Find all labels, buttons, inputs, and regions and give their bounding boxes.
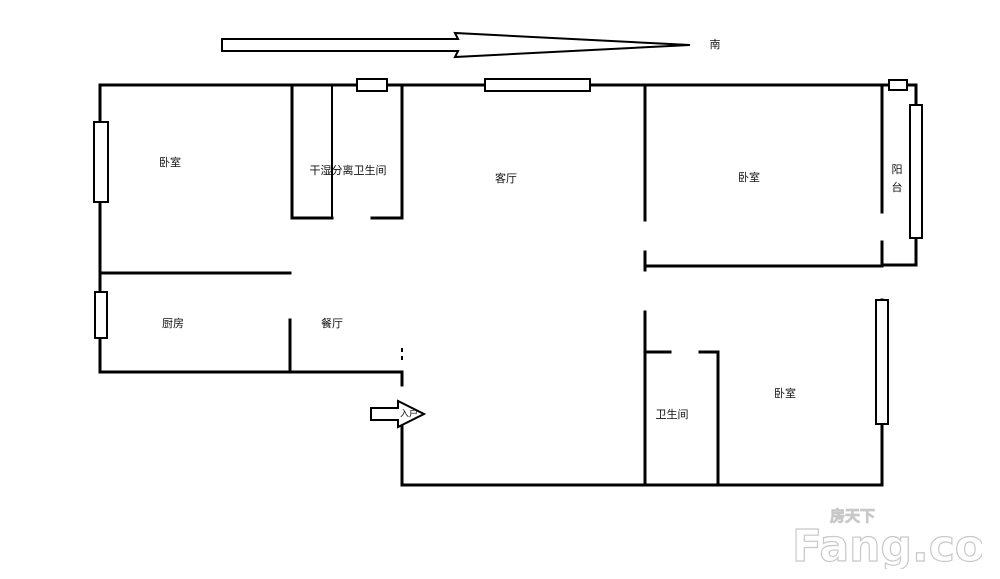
balcony-label-char: 阳: [892, 163, 903, 176]
room-label-bedroom-nw: 卧室: [159, 155, 181, 169]
watermark-brand-cn: 房天下: [830, 507, 875, 525]
window-balcony-corner: [888, 79, 908, 91]
room-label-kitchen: 厨房: [162, 317, 184, 330]
entrance-label: 入户: [400, 408, 418, 420]
watermark-brand: Fang.com: [792, 521, 982, 569]
window-bedroom-se: [875, 299, 889, 425]
fang-watermark-logo: 房天下 Fang.com: [792, 507, 982, 569]
entrance-arrow-icon: [370, 399, 427, 429]
compass-label: 南: [710, 38, 721, 51]
window-living: [484, 78, 591, 92]
room-label-balcony: 阳台: [892, 163, 903, 194]
window-north-small: [356, 78, 388, 92]
room-label-dry-wet-bathroom: 干湿分离卫生间: [310, 163, 387, 177]
interior-walls: [98, 83, 884, 487]
room-label-dining-room: 餐厅: [321, 316, 343, 330]
window-bedroom-west: [93, 121, 109, 203]
room-label-living-room: 客厅: [495, 171, 517, 185]
room-label-bedroom-ne: 卧室: [738, 170, 760, 184]
room-label-bedroom-se: 卧室: [774, 386, 796, 400]
balcony-label-char: 台: [892, 180, 903, 194]
window-balcony: [909, 104, 923, 239]
room-label-bathroom: 卫生间: [656, 407, 689, 421]
windows: [93, 78, 923, 425]
south-direction-arrow-icon: [221, 31, 691, 59]
outer-walls: [98, 83, 918, 487]
window-kitchen: [94, 291, 108, 339]
